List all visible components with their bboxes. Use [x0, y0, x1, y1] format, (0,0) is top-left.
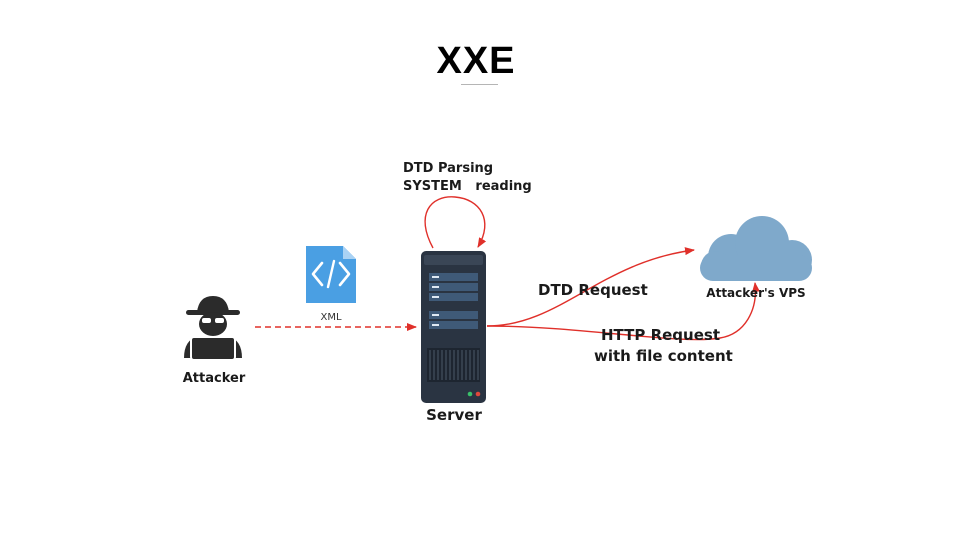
dtd-parsing-label-line2: SYSTEM reading — [403, 179, 532, 194]
attacker-icon — [184, 296, 242, 360]
server-icon — [421, 251, 486, 403]
dtd-request-label: DTD Request — [538, 281, 648, 299]
attacker-label: Attacker — [183, 371, 246, 386]
xml-label: XML — [320, 312, 341, 323]
cloud-icon — [700, 216, 812, 281]
slide-title: XXE — [436, 40, 516, 82]
http-request-label-line2: with file content — [594, 347, 733, 365]
http-request-arrow — [486, 282, 760, 341]
server-label: Server — [426, 406, 482, 424]
http-request-label-line1: HTTP Request — [601, 326, 720, 344]
vps-label: Attacker's VPS — [706, 286, 805, 300]
dtd-parsing-label-line1: DTD Parsing — [403, 161, 493, 176]
dtd-parsing-loop-arrow — [424, 196, 487, 249]
title-underline — [461, 84, 498, 85]
dtd-request-arrow — [486, 247, 695, 327]
xml-file-icon — [306, 246, 356, 303]
